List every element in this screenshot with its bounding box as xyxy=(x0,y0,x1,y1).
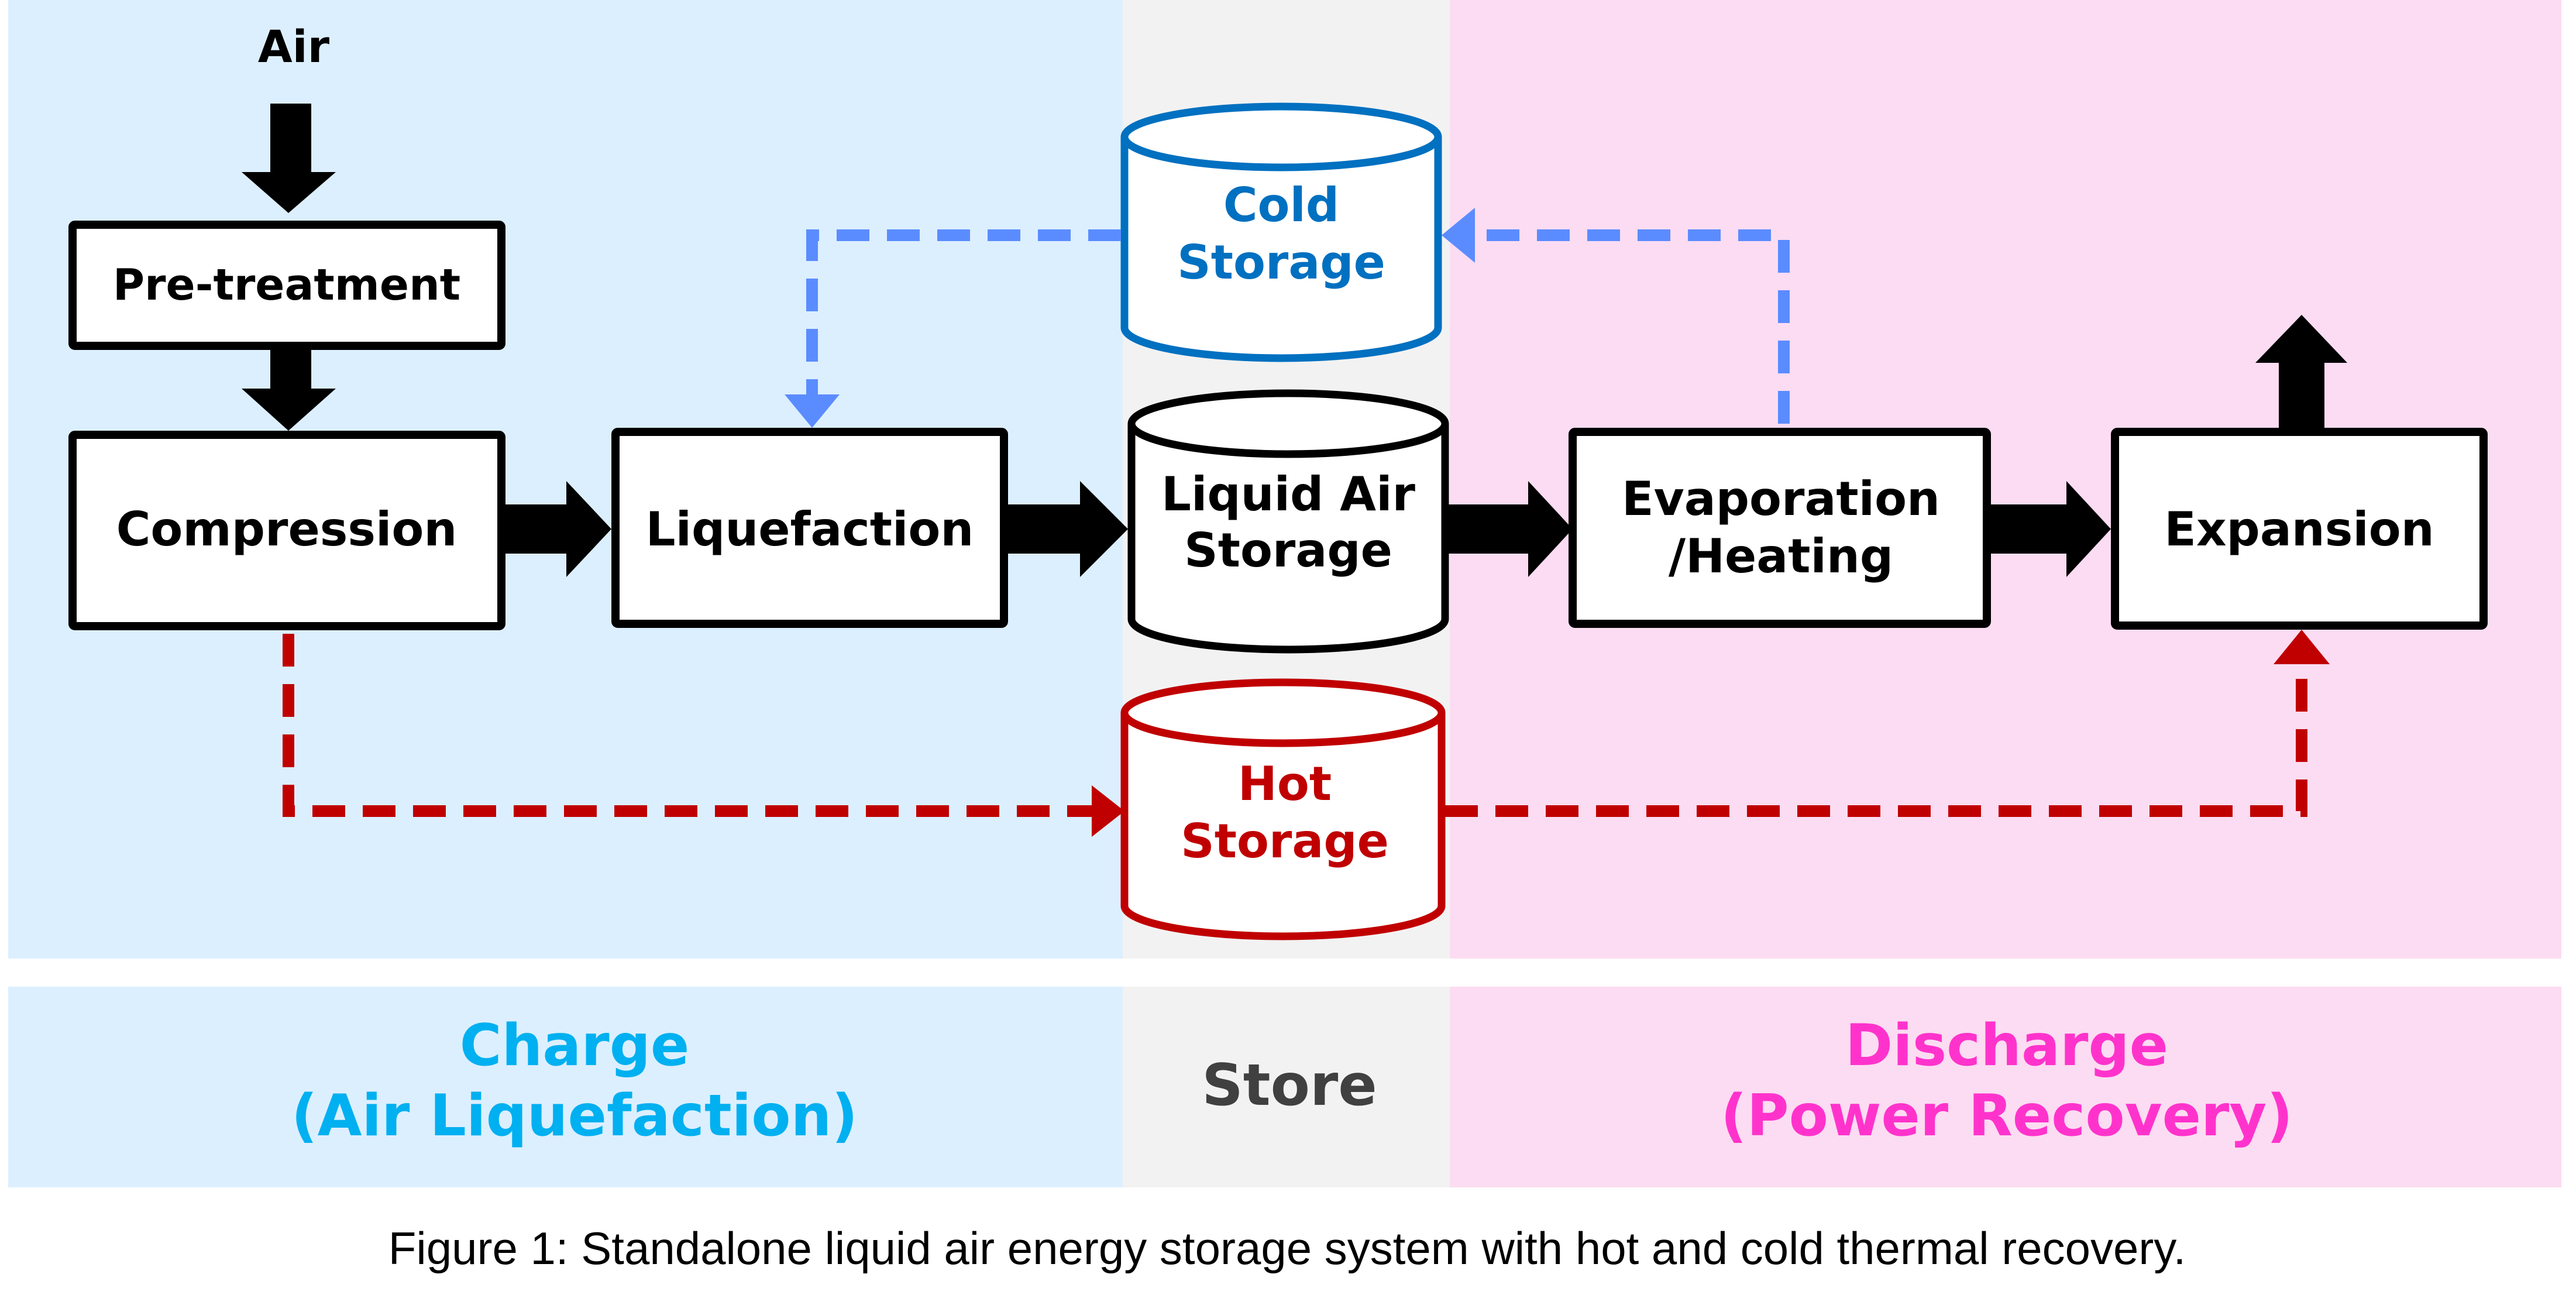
hot-supply-flow-line xyxy=(1445,664,2307,817)
store-label-panel xyxy=(1123,987,1450,1187)
charge-phase-label-2: (Air Liquefaction) xyxy=(291,1083,858,1149)
cold-storage-label-1: Cold xyxy=(1223,178,1339,232)
liquefaction-box xyxy=(611,428,1008,628)
evaporation-to-expansion-arrow-icon xyxy=(1991,481,2111,577)
pretreatment-to-compression-arrow-icon xyxy=(242,349,336,431)
figure-caption: Figure 1: Standalone liquid air energy s… xyxy=(388,1222,2186,1274)
liquefaction-to-storage-arrow-icon xyxy=(1008,481,1128,577)
cold-recovery-flow-line xyxy=(1480,229,1790,424)
evaporation-label-2: /Heating xyxy=(1669,529,1893,583)
compression-to-liquefaction-arrow-icon xyxy=(505,481,611,577)
evaporation-label-1: Evaporation xyxy=(1622,472,1940,526)
cold-supply-arrow-icon xyxy=(785,394,840,428)
charge-label-panel xyxy=(8,987,1123,1187)
cold-supply-flow-line xyxy=(806,229,1121,396)
cold-storage-cylinder xyxy=(1120,102,1442,362)
liquefaction-label: Liquefaction xyxy=(646,502,974,557)
liquid-air-storage-cylinder xyxy=(1127,389,1449,654)
expansion-label: Expansion xyxy=(2164,502,2434,557)
compression-label: Compression xyxy=(116,502,458,557)
air-down-arrow-icon xyxy=(242,104,336,213)
charge-phase-label-1: Charge xyxy=(460,1012,690,1079)
cold-recovery-arrow-icon xyxy=(1442,208,1475,263)
store-phase-label: Store xyxy=(1202,1052,1377,1119)
hot-recovery-arrow-icon xyxy=(1092,785,1124,837)
hot-supply-arrow-icon xyxy=(2274,630,2330,664)
air-input-label: Air xyxy=(258,20,330,73)
pretreatment-label: Pre-treatment xyxy=(113,260,460,310)
hot-storage-cylinder xyxy=(1120,678,1446,940)
storage-to-evaporation-arrow-icon xyxy=(1449,481,1573,577)
expansion-box xyxy=(2111,428,2488,630)
pretreatment-box xyxy=(68,221,505,350)
compression-box xyxy=(68,431,505,630)
liquid-air-storage-label-2: Storage xyxy=(1184,523,1392,578)
cold-storage-label-2: Storage xyxy=(1177,235,1385,290)
liquid-air-storage-label-1: Liquid Air xyxy=(1161,467,1415,521)
discharge-phase-label-1: Discharge xyxy=(1845,1012,2168,1079)
hot-storage-label-2: Storage xyxy=(1181,814,1389,868)
hot-storage-label-1: Hot xyxy=(1238,757,1332,811)
evaporation-box xyxy=(1569,428,1991,628)
power-output-arrow-icon xyxy=(2255,315,2347,428)
discharge-label-panel xyxy=(1450,987,2561,1187)
discharge-phase-label-2: (Power Recovery) xyxy=(1721,1083,2293,1149)
hot-recovery-flow-line xyxy=(283,634,1092,817)
